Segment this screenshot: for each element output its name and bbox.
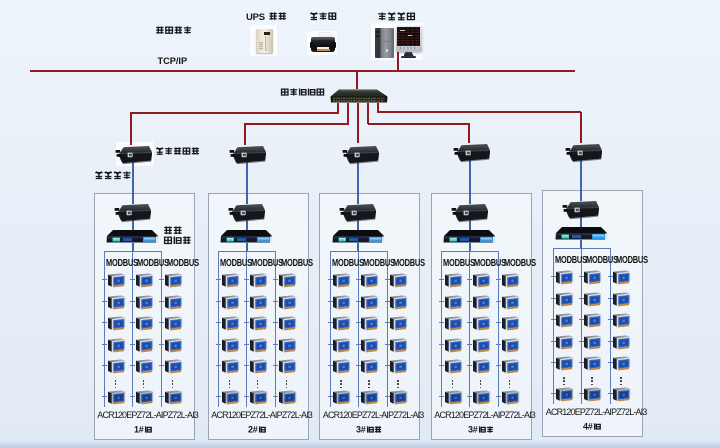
svg-text:3#: 3# bbox=[356, 424, 366, 434]
svg-text:1#: 1# bbox=[134, 424, 144, 434]
svg-text:4#: 4# bbox=[583, 421, 593, 431]
svg-text:2#: 2# bbox=[248, 424, 258, 434]
svg-text:UPS: UPS bbox=[246, 12, 265, 23]
svg-text:3#: 3# bbox=[468, 424, 478, 434]
